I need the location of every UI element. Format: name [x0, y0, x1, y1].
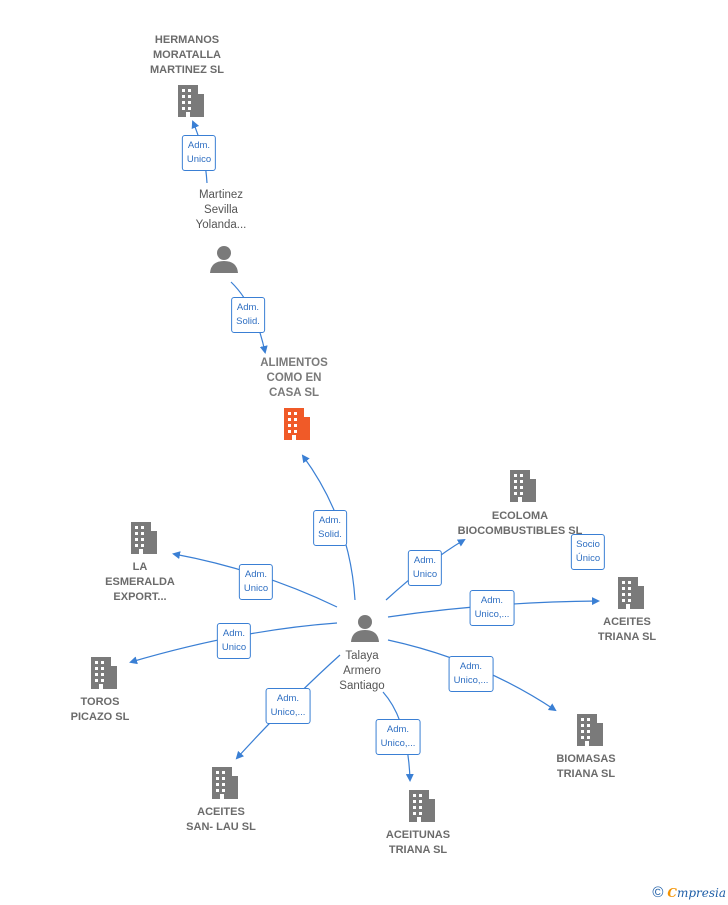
relation-label: Unico — [243, 583, 269, 594]
company-name-line: TRIANA SL — [556, 768, 616, 780]
company-name-line: ACEITES — [197, 806, 245, 818]
company-name-line: PICAZO SL — [70, 711, 130, 723]
relation-badge[interactable]: Adm. Solid. — [313, 510, 347, 546]
company-name-line: TOROS — [80, 696, 120, 708]
relation-badge[interactable]: Adm. Unico — [216, 623, 252, 659]
company-name-esmeralda[interactable]: LA ESMERALDA EXPORT... — [105, 560, 175, 605]
company-name-aceites-sanlau[interactable]: ACEITES SAN- LAU SL — [186, 805, 256, 835]
company-name-line: TRIANA SL — [597, 631, 657, 643]
relation-label: Adm. — [459, 661, 483, 672]
person-name-line: Armero — [343, 665, 381, 677]
company-name-line: CASA SL — [268, 387, 320, 399]
company-name-line: MORATALLA — [152, 49, 222, 61]
building-icon[interactable] — [88, 656, 118, 690]
empresia-logo[interactable]: © Cmpresia — [652, 884, 726, 901]
company-name-toros[interactable]: TOROS PICAZO SL — [71, 695, 130, 725]
person-name-line: Sevilla — [204, 204, 238, 216]
building-icon[interactable] — [209, 766, 239, 800]
relation-badge[interactable]: Adm. Unico — [238, 564, 274, 600]
company-name-line: LA — [132, 561, 148, 573]
building-icon[interactable] — [507, 469, 537, 503]
company-name-line: TRIANA SL — [388, 844, 448, 856]
relation-label: Único — [575, 553, 601, 564]
company-name-line: ACEITUNAS — [385, 829, 451, 841]
relation-label: Adm. — [236, 302, 260, 313]
person-name-line: Martinez — [198, 189, 244, 201]
relation-label: Solid. — [236, 316, 260, 327]
relation-label: Unico,... — [453, 675, 489, 686]
company-name-line: MARTINEZ SL — [150, 64, 224, 76]
relation-badge[interactable]: Adm. Unico,... — [375, 719, 421, 755]
company-name-line: BIOMASAS — [556, 753, 616, 765]
relation-label: Unico,... — [270, 707, 306, 718]
building-icon[interactable] — [175, 84, 205, 118]
person-name-talaya[interactable]: Talaya Armero Santiago — [339, 649, 384, 694]
company-name-aceites-triana[interactable]: ACEITES TRIANA SL — [598, 615, 656, 645]
relation-badge[interactable]: Socio Único — [570, 534, 606, 570]
relation-label: Adm. — [480, 595, 504, 606]
relation-label: Adm. — [276, 693, 300, 704]
person-name-line: Santiago — [339, 680, 385, 692]
person-name-line: Talaya — [345, 650, 379, 662]
relation-badge[interactable]: Adm. Solid. — [231, 297, 265, 333]
brand-wordmark: Cmpresia — [667, 886, 726, 900]
relation-badge[interactable]: Adm. Unico,... — [265, 688, 311, 724]
company-name-line: ALIMENTOS — [260, 357, 328, 369]
company-name-line: BIOCOMBUSTIBLES SL — [457, 525, 583, 537]
brand-rest: mpresia — [676, 885, 726, 900]
company-name-line: COMO EN — [266, 372, 322, 384]
company-name-line: HERMANOS — [154, 34, 220, 46]
person-name-martinez[interactable]: Martinez Sevilla Yolanda... — [196, 188, 247, 233]
company-name-line: ACEITES — [603, 616, 651, 628]
company-name-aceitunas[interactable]: ACEITUNAS TRIANA SL — [386, 828, 450, 858]
relation-label: Unico,... — [474, 609, 510, 620]
person-icon[interactable] — [350, 613, 380, 643]
building-icon[interactable] — [281, 407, 311, 441]
relation-label: Adm. — [187, 140, 211, 151]
building-icon[interactable] — [574, 713, 604, 747]
relation-label: Adm. — [244, 569, 268, 580]
company-name-line: SAN- LAU SL — [186, 821, 256, 833]
relation-label: Unico — [221, 642, 247, 653]
relation-label: Unico — [186, 154, 212, 165]
relation-badge[interactable]: Adm. Unico — [181, 135, 217, 171]
relation-label: Solid. — [318, 529, 342, 540]
relation-badge[interactable]: Adm. Unico — [407, 550, 443, 586]
relation-label: Adm. — [222, 628, 246, 639]
relation-label: Unico — [412, 569, 438, 580]
building-icon[interactable] — [128, 521, 158, 555]
company-name-alimentos[interactable]: ALIMENTOS COMO EN CASA SL — [260, 356, 328, 401]
person-icon[interactable] — [209, 244, 239, 274]
company-name-line: EXPORT... — [113, 591, 167, 603]
person-name-line: Yolanda... — [195, 219, 247, 231]
relation-badge[interactable]: Adm. Unico,... — [469, 590, 515, 626]
company-name-line: ESMERALDA — [105, 576, 175, 588]
relation-label: Adm. — [386, 724, 410, 735]
building-icon[interactable] — [615, 576, 645, 610]
relation-label: Socio — [576, 539, 600, 550]
company-name-hermanos[interactable]: HERMANOS MORATALLA MARTINEZ SL — [150, 33, 224, 78]
company-name-biomasas[interactable]: BIOMASAS TRIANA SL — [556, 752, 615, 782]
brand-initial: C — [667, 885, 677, 900]
relation-label: Adm. — [413, 555, 437, 566]
company-name-line: ECOLOMA — [491, 510, 549, 522]
relation-label: Adm. — [318, 515, 342, 526]
relation-badge[interactable]: Adm. Unico,... — [448, 656, 494, 692]
relation-label: Unico,... — [380, 738, 416, 749]
company-name-ecoloma[interactable]: ECOLOMA BIOCOMBUSTIBLES SL — [458, 509, 583, 539]
building-icon[interactable] — [406, 789, 436, 823]
copyright-icon: © — [652, 884, 664, 901]
